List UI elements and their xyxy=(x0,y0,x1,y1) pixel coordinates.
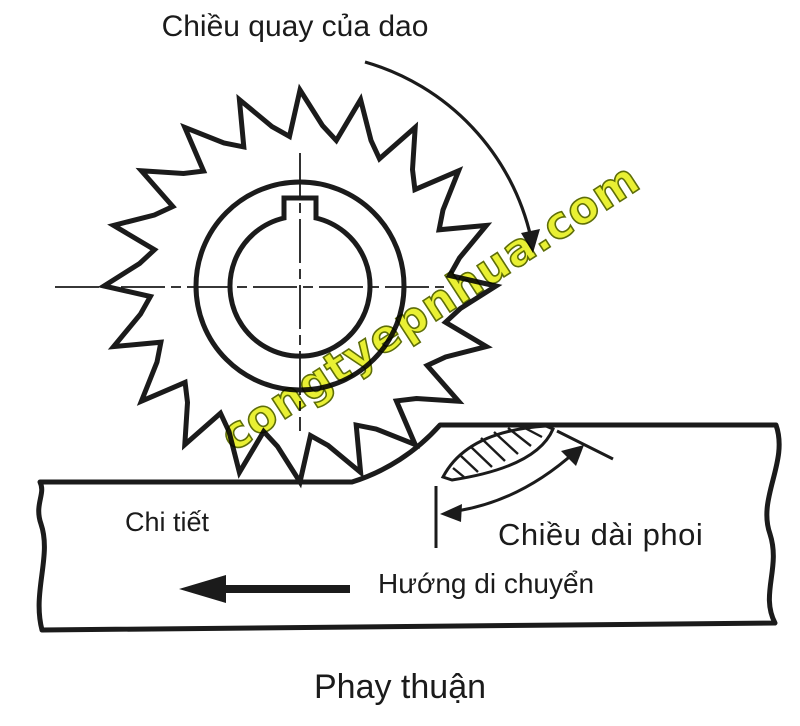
chip-leader-line xyxy=(556,429,614,461)
diagram-caption: Phay thuận xyxy=(313,668,487,706)
feed-direction-label: Hướng di chuyển xyxy=(378,568,595,599)
feed-arrowhead xyxy=(179,575,226,603)
rotation-direction-label: Chiều quay của dao xyxy=(161,10,429,43)
workpiece-label: Chi tiết xyxy=(125,507,210,537)
rotation-arrow-arc xyxy=(364,60,533,239)
chip-length-arrow xyxy=(448,450,577,514)
chip-length-arrowhead-right xyxy=(561,445,584,466)
milling-cutter xyxy=(55,83,503,489)
chip-length-label: Chiều dài phoi xyxy=(498,517,704,552)
rotation-arrowhead xyxy=(521,229,540,253)
chip-length-arrowhead-left xyxy=(440,504,462,522)
chip-hatch xyxy=(452,425,543,478)
